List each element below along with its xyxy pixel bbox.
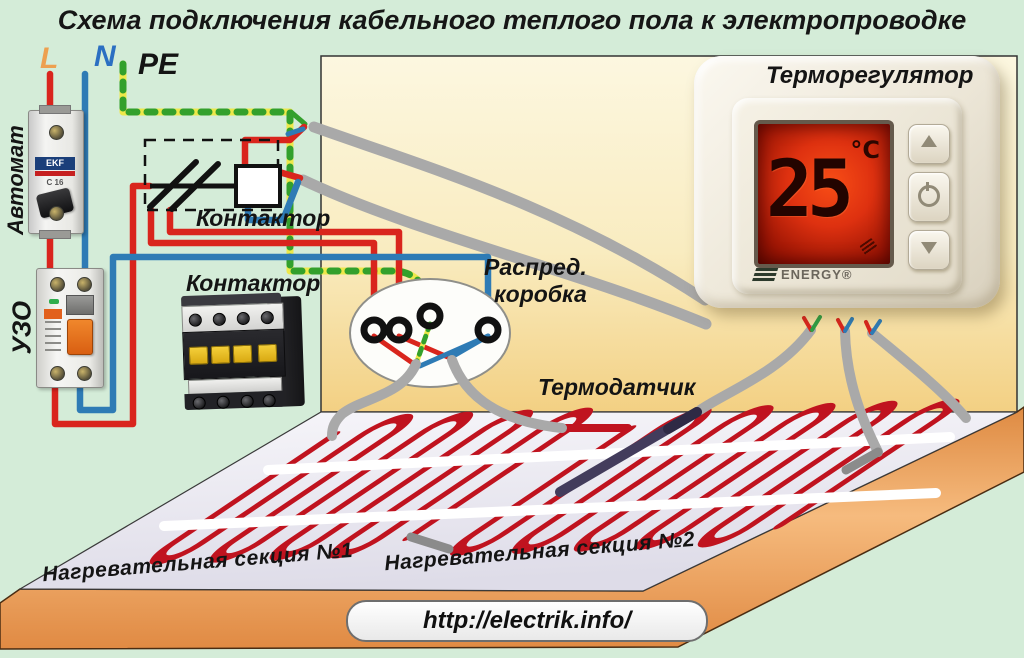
rcd-screw-top-right <box>77 277 92 292</box>
rcd-screw-top-left <box>50 277 65 292</box>
rcd-device <box>36 268 104 388</box>
din-clip-bottom <box>39 230 71 239</box>
power-button[interactable] <box>908 172 950 222</box>
breaker-brand-label: EKF <box>35 157 75 170</box>
junction-terminals <box>360 302 502 344</box>
thermostat-lcd: 25 °C <box>754 120 894 268</box>
cable-wire-tips <box>802 315 882 335</box>
junction-box <box>327 278 567 441</box>
din-clip-top <box>39 105 71 114</box>
arrow-down-icon <box>921 242 937 254</box>
rcd-toggle[interactable] <box>67 319 93 355</box>
rcd-window <box>66 295 94 315</box>
phase-wires <box>46 70 403 428</box>
contactor-schematic-label: Контактор <box>196 205 331 231</box>
thermostat-brand: ENERGY® <box>751 267 852 282</box>
breaker-terminal-screw-top <box>49 125 64 140</box>
temp-down-button[interactable] <box>908 230 950 270</box>
thermostat-label: Терморегулятор <box>766 62 974 89</box>
rcd-screw-bottom-left <box>50 366 65 381</box>
cable-end-cap-section1 <box>406 532 454 554</box>
contactor-device <box>180 292 307 414</box>
thermostat-device: 25 °C ENERGY® <box>694 56 1000 308</box>
temperature-unit: °C <box>850 136 880 164</box>
arrow-up-icon <box>921 135 937 147</box>
junction-box-label-line1: Распред. <box>484 254 587 280</box>
energy-logo-icon <box>751 267 779 282</box>
contactor-body <box>182 328 286 381</box>
rcd-label: УЗО <box>6 300 37 355</box>
contactor-coil <box>234 164 282 208</box>
pe-label: PE <box>138 48 179 81</box>
rcd-markings <box>45 321 61 351</box>
temperature-value: 25 <box>766 145 854 235</box>
neutral-n-label: N <box>94 40 116 73</box>
site-url-link[interactable]: http://electrik.info/ <box>346 600 708 642</box>
rcd-screw-bottom-right <box>77 366 92 381</box>
thermostat-supply-cables <box>297 121 712 330</box>
power-icon <box>918 182 940 207</box>
circuit-breaker-label: Автомат <box>3 125 28 235</box>
junction-box-label-line2: коробка <box>494 281 587 307</box>
thermostat-panel: 25 °C ENERGY® <box>732 98 962 294</box>
page-title: Схема подключения кабельного теплого пол… <box>57 5 967 35</box>
circuit-breaker: EKF C 16 <box>28 105 84 239</box>
temp-up-button[interactable] <box>908 124 950 164</box>
site-url-text: http://electrik.info/ <box>422 607 631 634</box>
breaker-model-label: C 16 <box>46 178 64 187</box>
contactor-terminals-bottom <box>184 390 285 411</box>
rcd-indicator <box>49 299 59 304</box>
heating-cable-section2 <box>449 398 960 557</box>
breaker-red-stripe <box>35 171 75 176</box>
contactor-photo-label: Контактор <box>186 270 321 296</box>
phase-l-label: L <box>40 42 59 75</box>
sensor-label: Термодатчик <box>538 374 696 400</box>
floor-heating-icon <box>859 237 878 256</box>
junction-output-cables <box>327 355 567 441</box>
neutral-wires <box>76 70 492 414</box>
mounting-strips <box>159 432 955 531</box>
heating-cable-section1 <box>149 407 594 565</box>
cable-end-cap-section2 <box>841 447 883 475</box>
temperature-sensor-probe <box>555 407 702 497</box>
breaker-terminal-screw-bottom <box>49 206 64 221</box>
rcd-brand-stripe <box>44 309 62 319</box>
thermostat-tail-cables <box>695 325 971 457</box>
contactor-schematic-symbol <box>143 138 282 212</box>
